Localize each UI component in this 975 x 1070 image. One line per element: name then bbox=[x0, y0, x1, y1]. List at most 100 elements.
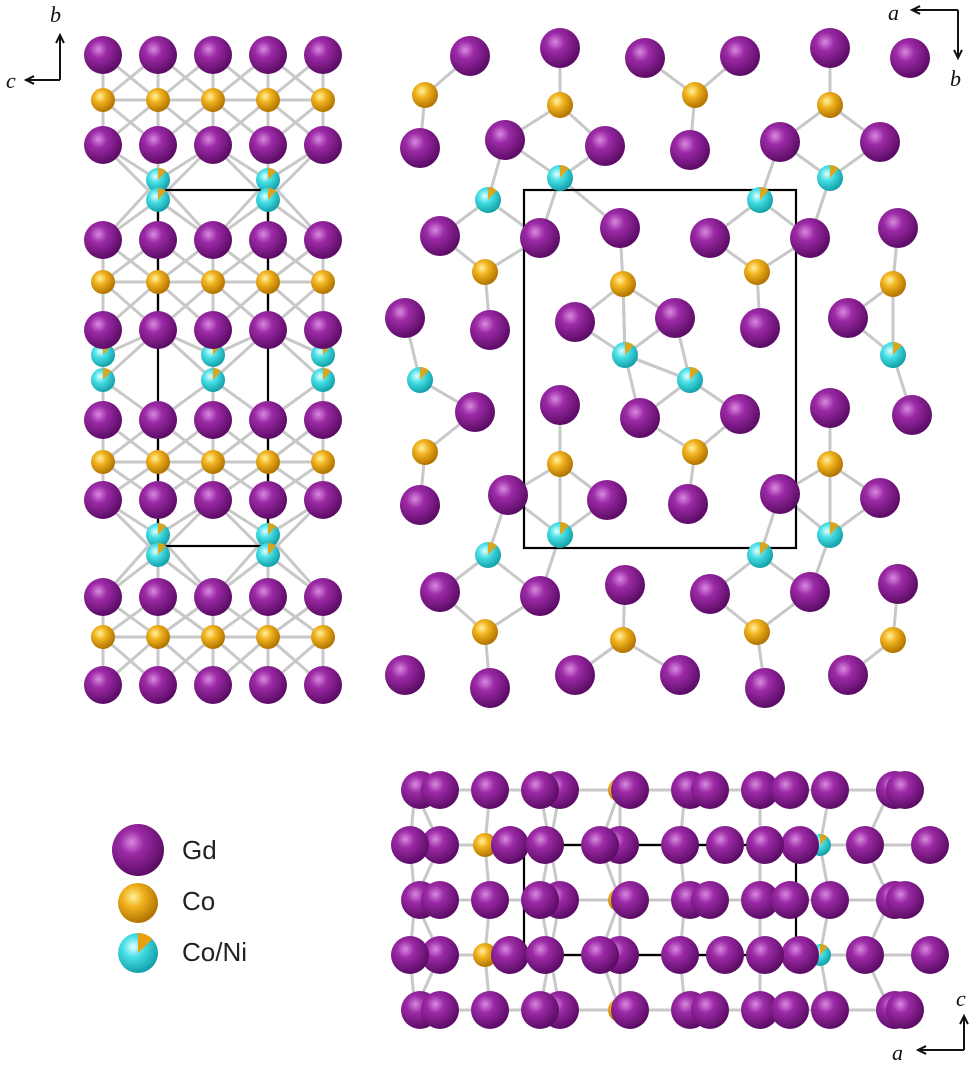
gd-atom bbox=[846, 936, 884, 974]
co-fraction-wedge bbox=[323, 368, 332, 380]
gd-atom bbox=[84, 221, 122, 259]
co-fraction-wedge bbox=[268, 168, 277, 180]
gd-atom bbox=[771, 991, 809, 1029]
co-atom bbox=[817, 451, 843, 477]
gd-atom bbox=[690, 218, 730, 258]
gd-atom bbox=[139, 666, 177, 704]
gd-atom bbox=[249, 578, 287, 616]
co-atom bbox=[146, 270, 170, 294]
co-atom bbox=[256, 270, 280, 294]
co-fraction-wedge bbox=[820, 944, 828, 955]
gd-atom bbox=[304, 481, 342, 519]
gd-atom bbox=[139, 221, 177, 259]
gd-atom bbox=[304, 221, 342, 259]
co-atom bbox=[311, 88, 335, 112]
gd-atom bbox=[421, 936, 459, 974]
gd-atom bbox=[540, 385, 580, 425]
gd-atom bbox=[421, 881, 459, 919]
gd-atom bbox=[581, 826, 619, 864]
gd-atom bbox=[706, 936, 744, 974]
gd-atom bbox=[249, 401, 287, 439]
gd-atom bbox=[194, 126, 232, 164]
gd-atom bbox=[194, 578, 232, 616]
co-fraction-wedge bbox=[560, 165, 569, 178]
gd-atom bbox=[581, 936, 619, 974]
gd-atom bbox=[746, 826, 784, 864]
gd-atom bbox=[911, 826, 949, 864]
gd-atom bbox=[304, 578, 342, 616]
co-fraction-wedge bbox=[213, 368, 222, 380]
co-fraction-wedge bbox=[158, 188, 167, 200]
gd-atom bbox=[249, 666, 287, 704]
unit-cell bbox=[156, 188, 270, 548]
gd-atom bbox=[139, 126, 177, 164]
gd-atom bbox=[488, 475, 528, 515]
gd-atom bbox=[400, 485, 440, 525]
gd-atom bbox=[811, 991, 849, 1029]
co-atom bbox=[256, 625, 280, 649]
co-fraction-wedge bbox=[830, 165, 839, 178]
gd-atom bbox=[828, 298, 868, 338]
axis-arrows bbox=[23, 5, 969, 1055]
co-fraction-wedge bbox=[420, 367, 429, 380]
gd-atom bbox=[455, 392, 495, 432]
legend-icons bbox=[112, 824, 164, 973]
gd-atom bbox=[625, 38, 665, 78]
gd-atom bbox=[555, 302, 595, 342]
co-fraction-wedge bbox=[488, 187, 497, 200]
gd-atom bbox=[745, 668, 785, 708]
gd-atom bbox=[471, 771, 509, 809]
co-atom bbox=[256, 88, 280, 112]
co-fraction-wedge bbox=[268, 188, 277, 200]
gd-atom bbox=[860, 478, 900, 518]
gd-atom bbox=[810, 28, 850, 68]
view-along-a-panel bbox=[84, 36, 342, 704]
co-atom bbox=[91, 450, 115, 474]
co-atom bbox=[412, 439, 438, 465]
gd-atom bbox=[540, 28, 580, 68]
gd-atom bbox=[304, 126, 342, 164]
axis-label-left-c: c bbox=[6, 68, 16, 93]
co-atom bbox=[547, 92, 573, 118]
co-fraction-wedge bbox=[893, 342, 902, 355]
gd-atom bbox=[886, 991, 924, 1029]
co-fraction-wedge bbox=[138, 933, 153, 953]
gd-atom bbox=[741, 881, 779, 919]
co-fraction-wedge bbox=[158, 523, 167, 535]
gd-atom bbox=[485, 120, 525, 160]
view-along-b-panel bbox=[391, 771, 949, 1029]
arrow-br-c-head bbox=[959, 1013, 969, 1025]
gd-atom bbox=[892, 395, 932, 435]
arrow-br-a-head bbox=[915, 1045, 927, 1055]
co-fraction-wedge bbox=[830, 522, 839, 535]
gd-atom bbox=[450, 36, 490, 76]
gd-atom bbox=[249, 481, 287, 519]
gd-atom bbox=[521, 881, 559, 919]
unit-cell bbox=[522, 188, 798, 550]
gd-atom bbox=[521, 991, 559, 1029]
gd-atom bbox=[690, 574, 730, 614]
co-atom bbox=[146, 88, 170, 112]
gd-atom bbox=[811, 881, 849, 919]
co-atom bbox=[201, 625, 225, 649]
gd-atom bbox=[746, 936, 784, 974]
gd-atom bbox=[391, 826, 429, 864]
gd-atom bbox=[781, 826, 819, 864]
co-atom bbox=[311, 450, 335, 474]
gd-atom bbox=[421, 991, 459, 1029]
gd-atom bbox=[139, 401, 177, 439]
co-fraction-wedge bbox=[760, 542, 769, 555]
co-fraction-wedge bbox=[103, 368, 112, 380]
gd-atom bbox=[84, 481, 122, 519]
gd-atom bbox=[84, 578, 122, 616]
gd-atom bbox=[139, 36, 177, 74]
legend-label-co: Co bbox=[182, 886, 216, 916]
gd-atom bbox=[741, 771, 779, 809]
gd-atom bbox=[385, 655, 425, 695]
gd-atom bbox=[860, 122, 900, 162]
gd-atom bbox=[420, 216, 460, 256]
co-fraction-wedge bbox=[158, 543, 167, 555]
co-atom bbox=[880, 271, 906, 297]
gd-atom bbox=[790, 572, 830, 612]
